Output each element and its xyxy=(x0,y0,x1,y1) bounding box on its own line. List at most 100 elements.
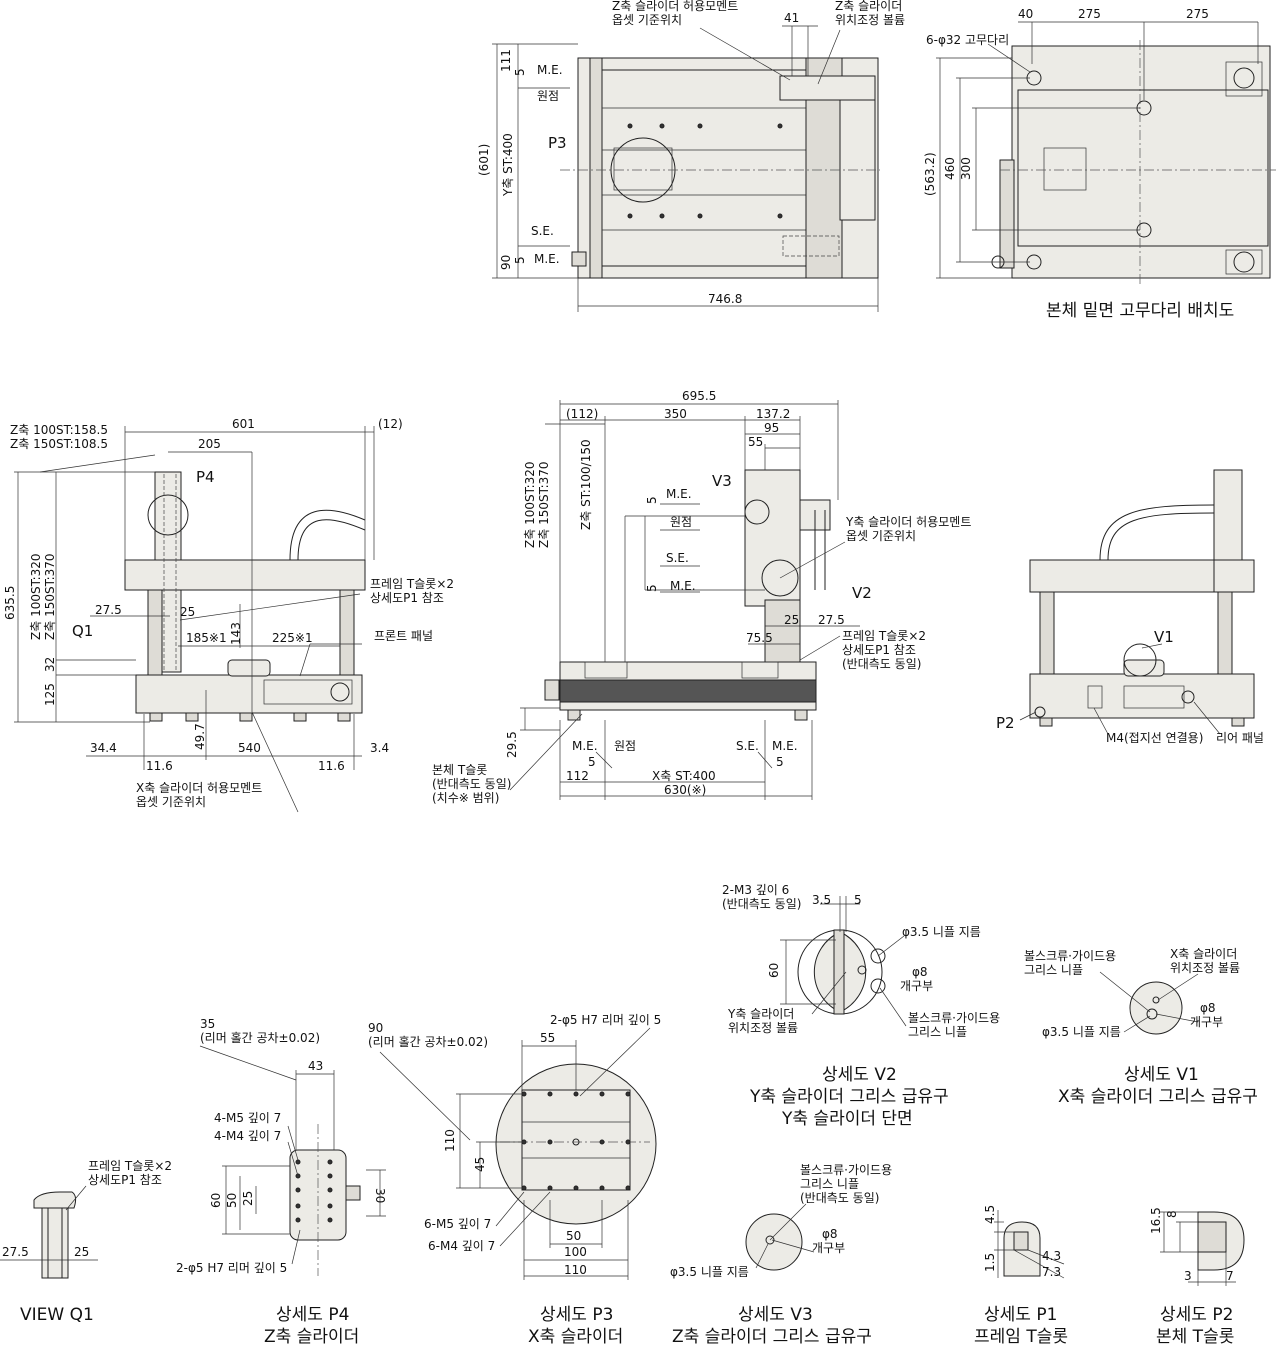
front-panel-label: 프론트 패널 xyxy=(374,629,433,643)
se-label: S.E. xyxy=(666,551,689,565)
p2-dim-3: 3 xyxy=(1184,1269,1192,1283)
p4-dim-50: 50 xyxy=(225,1193,239,1208)
p1-caption-1: 상세도 P1 xyxy=(984,1305,1057,1325)
p4-dim-30: 30 xyxy=(373,1188,387,1203)
m3-label-2: (반대측도 동일) xyxy=(722,897,801,911)
dim-49-7: 49.7 xyxy=(193,723,207,750)
z-adjust-label-1: Z축 슬라이더 xyxy=(835,0,902,13)
v2-caption-2: Y축 슬라이더 그리스 급유구 xyxy=(749,1087,949,1107)
p4-reamer: 2-φ5 H7 리머 깊이 5 xyxy=(176,1261,287,1275)
dim-185: 185※1 xyxy=(186,631,227,645)
dim-95: 95 xyxy=(764,421,779,435)
opening-label: 개구부 xyxy=(1190,1015,1223,1029)
z-st-2: Z축 150ST:370 xyxy=(43,553,57,640)
z-st-a: Z축 100ST:320 xyxy=(523,461,537,548)
dim-225: 225※1 xyxy=(272,631,313,645)
dim-275b: 275 xyxy=(1186,7,1209,21)
v3-ball-1: 볼스크류·가이드용 xyxy=(800,1163,892,1177)
p2-caption-2: 본체 T슬롯 xyxy=(1156,1327,1234,1347)
p4-caption-1: 상세도 P4 xyxy=(276,1305,349,1325)
p1-dim-4-5: 4.5 xyxy=(983,1205,997,1224)
dim-563: (563.2) xyxy=(923,152,937,196)
p3-dim-55: 55 xyxy=(540,1031,555,1045)
width-746: 746.8 xyxy=(708,292,742,306)
p2-dim-7: 7 xyxy=(1226,1269,1234,1283)
tslot-3: (반대측도 동일) xyxy=(842,657,921,671)
dim-112p: (112) xyxy=(566,407,598,421)
y-stroke: Y축 ST:400 xyxy=(501,133,515,197)
dim-60: 60 xyxy=(767,963,781,978)
dim-540: 540 xyxy=(238,741,261,755)
p3-dim-110v: 110 xyxy=(443,1129,457,1152)
p3-label: P3 xyxy=(548,134,567,152)
dim-143: 143 xyxy=(229,622,243,645)
p1-dim-1-5: 1.5 xyxy=(983,1253,997,1272)
v3-phi8: φ8 xyxy=(822,1227,838,1241)
body-tslot-1: 본체 T슬롯 xyxy=(432,763,487,777)
dim-11-6b: 11.6 xyxy=(318,759,345,773)
p3-m5: 6-M5 깊이 7 xyxy=(424,1217,491,1231)
y-adjust-2: 위치조정 볼륨 xyxy=(728,1021,798,1035)
p1-dim-7-3: 7.3 xyxy=(1042,1265,1061,1279)
p4-label: P4 xyxy=(196,468,215,486)
v3-ball-3: (반대측도 동일) xyxy=(800,1191,879,1205)
dim-27-5: 27.5 xyxy=(95,603,122,617)
p3-note90-2: (리머 홀간 공차±0.02) xyxy=(368,1035,488,1049)
opening-label: 개구부 xyxy=(900,979,933,993)
dim-55: 55 xyxy=(748,435,763,449)
dim-5b: 5 xyxy=(645,584,659,592)
phi8-label: φ8 xyxy=(1200,1001,1216,1015)
nipple-label: φ3.5 니플 지름 xyxy=(902,925,981,939)
detail-p3: 90 (리머 홀간 공차±0.02) 2-φ5 H7 리머 깊이 5 55 11… xyxy=(368,1013,661,1347)
q1-label: Q1 xyxy=(72,622,93,640)
v2-caption-1: 상세도 V2 xyxy=(822,1065,897,1085)
dim-5a: 5 xyxy=(513,68,527,76)
p3-dim-50: 50 xyxy=(566,1229,581,1243)
dim-41: 41 xyxy=(784,11,799,25)
bottom-view-caption: 본체 밑면 고무다리 배치도 xyxy=(1046,301,1234,321)
dim-630: 630(※) xyxy=(664,783,706,797)
p3-dim-45: 45 xyxy=(473,1157,487,1172)
dim-25: 25 xyxy=(180,605,195,619)
ball-label-1: 볼스크류·가이드용 xyxy=(908,1011,1000,1025)
p4-caption-2: Z축 슬라이더 xyxy=(264,1327,359,1347)
detail-p2: 16.5 8 3 7 상세도 P2 본체 T슬롯 xyxy=(1149,1207,1245,1347)
se-b: S.E. xyxy=(736,739,759,753)
p3-note90-1: 90 xyxy=(368,1021,383,1035)
phi8-label: φ8 xyxy=(912,965,928,979)
x-moment-label-1: X축 슬라이더 허용모멘트 xyxy=(136,781,262,795)
tslot-1: 프레임 T슬롯×2 xyxy=(842,629,926,643)
ball-label-1: 볼스크류·가이드용 xyxy=(1024,949,1116,963)
p4-dim-60: 60 xyxy=(209,1193,223,1208)
p4-dim-25: 25 xyxy=(241,1191,255,1206)
origin-b: 원점 xyxy=(614,739,636,753)
dim-5b: 5 xyxy=(513,256,527,264)
v2-caption-3: Y축 슬라이더 단면 xyxy=(781,1109,913,1129)
side-view: Z축 100ST:158.5 Z축 150ST:108.5 601 (12) 2… xyxy=(3,417,454,813)
top-view: Z축 슬라이더 허용모멘트 옵셋 기준위치 Z축 슬라이더 위치조정 볼륨 41… xyxy=(477,0,905,312)
dim-601: (601) xyxy=(477,144,491,176)
p1-caption-2: 프레임 T슬롯 xyxy=(974,1327,1068,1347)
body-tslot-3: (치수※ 범위) xyxy=(432,791,499,805)
dim-635: 635.5 xyxy=(3,586,17,620)
dim-3-5: 3.5 xyxy=(812,893,831,907)
p3-dim-100: 100 xyxy=(564,1245,587,1259)
me-label: M.E. xyxy=(666,487,692,501)
q1-dim-27-5: 27.5 xyxy=(2,1245,29,1259)
p2-label: P2 xyxy=(996,714,1015,732)
detail-v1: 볼스크류·가이드용 그리스 니플 X축 슬라이더 위치조정 볼륨 φ8 개구부 … xyxy=(1024,947,1258,1107)
z-st-b: Z축 150ST:370 xyxy=(537,461,551,548)
q1-tslot-2: 상세도P1 참조 xyxy=(88,1173,162,1187)
dim-12: (12) xyxy=(378,417,403,431)
dim-40: 40 xyxy=(1018,7,1033,21)
dim-5c: 5 xyxy=(588,755,596,769)
z-stroke: Z축 ST:100/150 xyxy=(579,439,593,530)
detail-p4: 35 (리머 홀간 공차±0.02) 43 4-M5 깊이 7 4-M4 깊이 … xyxy=(176,1017,387,1347)
ball-label-2: 그리스 니플 xyxy=(1024,963,1083,977)
dim-90: 90 xyxy=(499,255,513,270)
v1-caption-2: X축 슬라이더 그리스 급유구 xyxy=(1058,1087,1258,1107)
me-b2: M.E. xyxy=(772,739,798,753)
z-moment-label-2: 옵셋 기준위치 xyxy=(612,13,682,27)
dim-350: 350 xyxy=(664,407,687,421)
